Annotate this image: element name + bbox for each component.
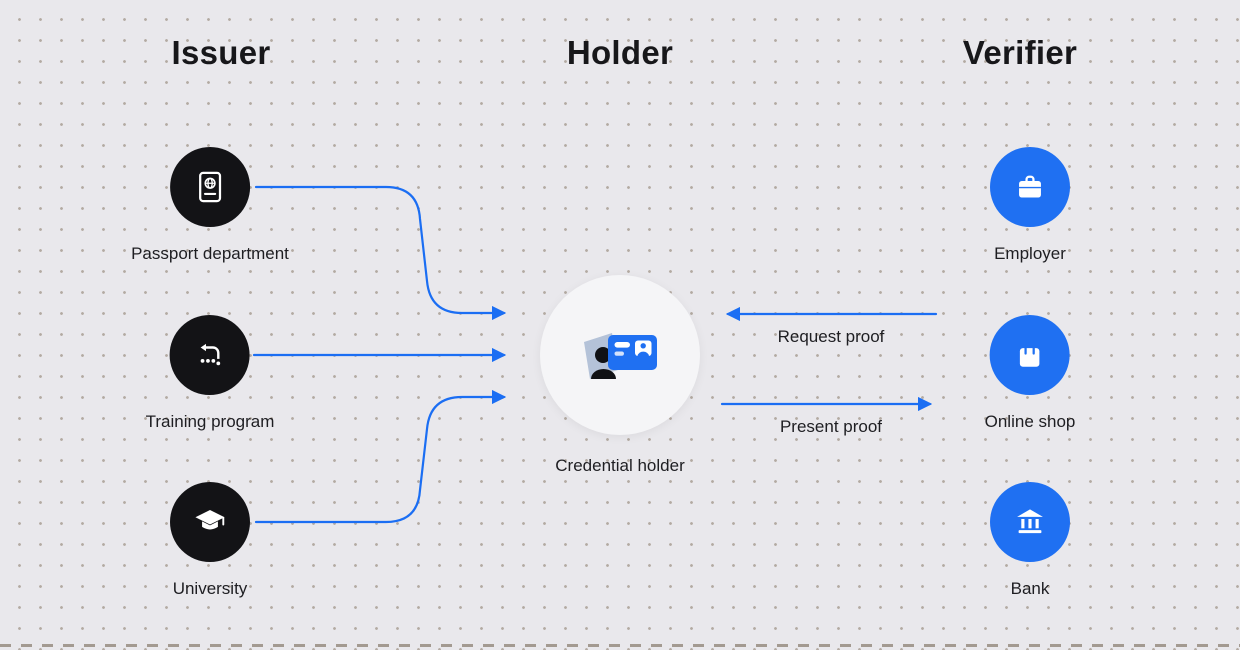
verifier-node-employer: Employer (990, 147, 1070, 264)
bank-icon (990, 482, 1070, 562)
issuer-node-university: University (170, 482, 250, 599)
issuer-node-training: Training program (145, 315, 275, 432)
bottom-dashed-edge (0, 644, 1240, 647)
verifier-label-employer: Employer (994, 244, 1066, 263)
issuer-label-passport: Passport department (131, 244, 289, 263)
issuer-label-training: Training program (145, 412, 275, 431)
present-proof-label: Present proof (779, 417, 883, 436)
verifier-label-bank: Bank (1010, 579, 1050, 598)
holder-title: Holder (566, 34, 674, 71)
arrow-university-to-holder (254, 389, 507, 524)
graduation-cap-icon (170, 482, 250, 562)
arrow-passport-to-holder (254, 185, 507, 321)
training-program-icon (170, 315, 250, 395)
holder-node: Credential holder (540, 275, 700, 476)
briefcase-icon (990, 147, 1070, 227)
holder-label: Credential holder (555, 456, 685, 475)
verifier-node-online-shop: Online shop (984, 315, 1076, 432)
credential-card-icon (540, 275, 700, 435)
shopping-bag-icon (989, 315, 1070, 395)
request-proof-label: Request proof (777, 327, 885, 346)
passport-icon (170, 147, 250, 227)
issuer-node-passport: Passport department (131, 147, 289, 264)
verifier-label-online-shop: Online shop (984, 412, 1076, 431)
issuer-title: Issuer (171, 34, 271, 71)
verifier-node-bank: Bank (990, 482, 1070, 599)
verifier-title: Verifier (962, 34, 1078, 71)
issuer-label-university: University (172, 579, 248, 598)
